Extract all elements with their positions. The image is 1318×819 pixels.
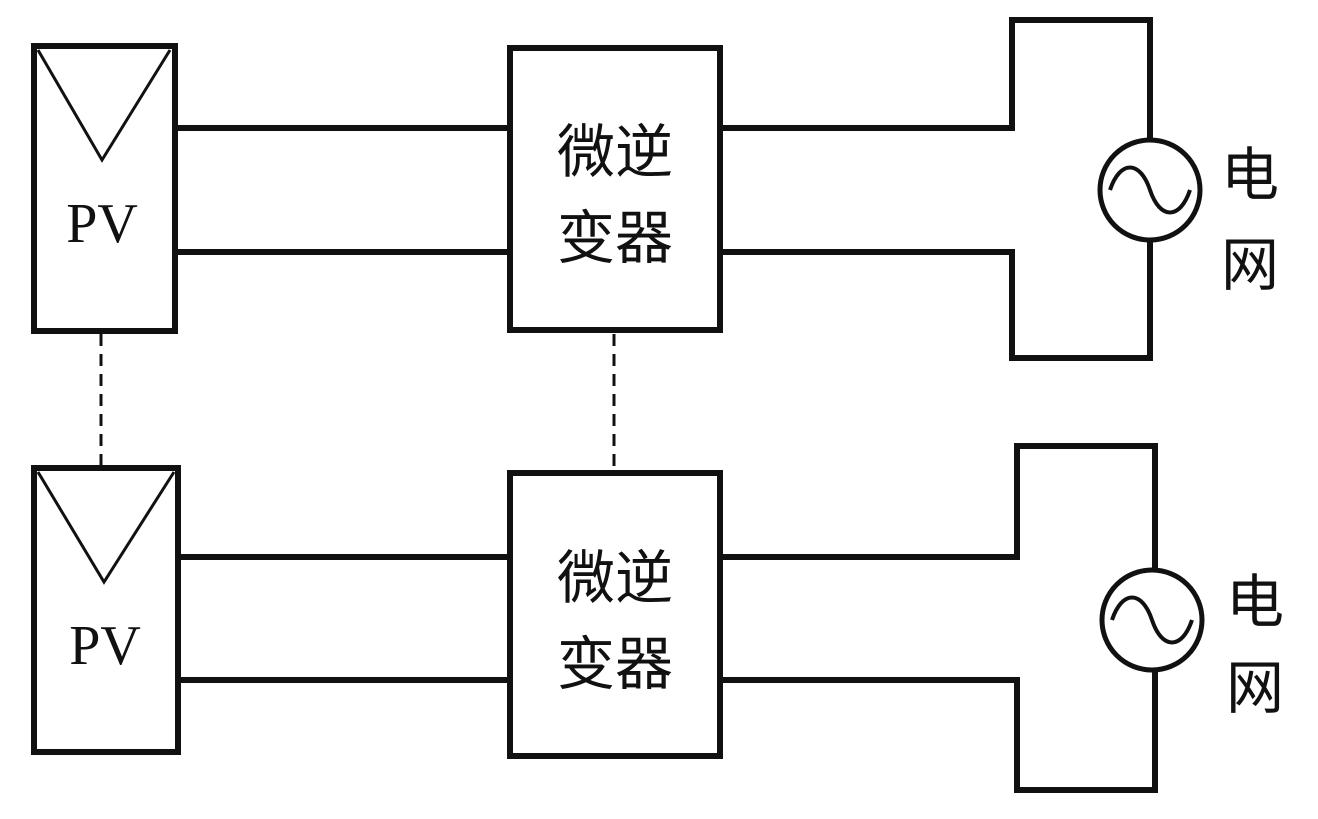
pv-panel <box>31 465 181 755</box>
pv-label: PV <box>69 615 141 677</box>
inverter-label-line2: 变器 <box>557 632 673 697</box>
grid-label-line2: 网 <box>1221 233 1279 298</box>
pv-label: PV <box>66 193 138 255</box>
grid-label-line1: 电 <box>1226 570 1284 635</box>
inverter-label-line1: 微逆 <box>557 120 673 185</box>
ac-wire-bottom <box>720 240 1153 361</box>
micro-inverter <box>507 45 723 333</box>
micro-inverter <box>507 470 723 759</box>
sine-wave-icon <box>1110 595 1194 645</box>
ac-source-icon <box>1097 137 1203 243</box>
pv-triangle-icon <box>36 471 176 585</box>
branch-2 <box>31 443 1205 793</box>
ac-wire-top <box>720 443 1158 570</box>
inverter-label-line2: 变器 <box>557 206 673 271</box>
branch-1 <box>31 17 1203 361</box>
grid-label-line1: 电 <box>1221 143 1279 208</box>
sine-wave-icon <box>1108 165 1192 215</box>
inverter-label-line1: 微逆 <box>557 546 673 611</box>
pv-panel <box>31 43 178 334</box>
ac-source-icon <box>1099 567 1205 673</box>
grid-label-line2: 网 <box>1226 656 1284 721</box>
ac-wire-bottom <box>720 670 1158 793</box>
pv-triangle-icon <box>36 49 172 163</box>
ac-wire-top <box>720 17 1153 140</box>
